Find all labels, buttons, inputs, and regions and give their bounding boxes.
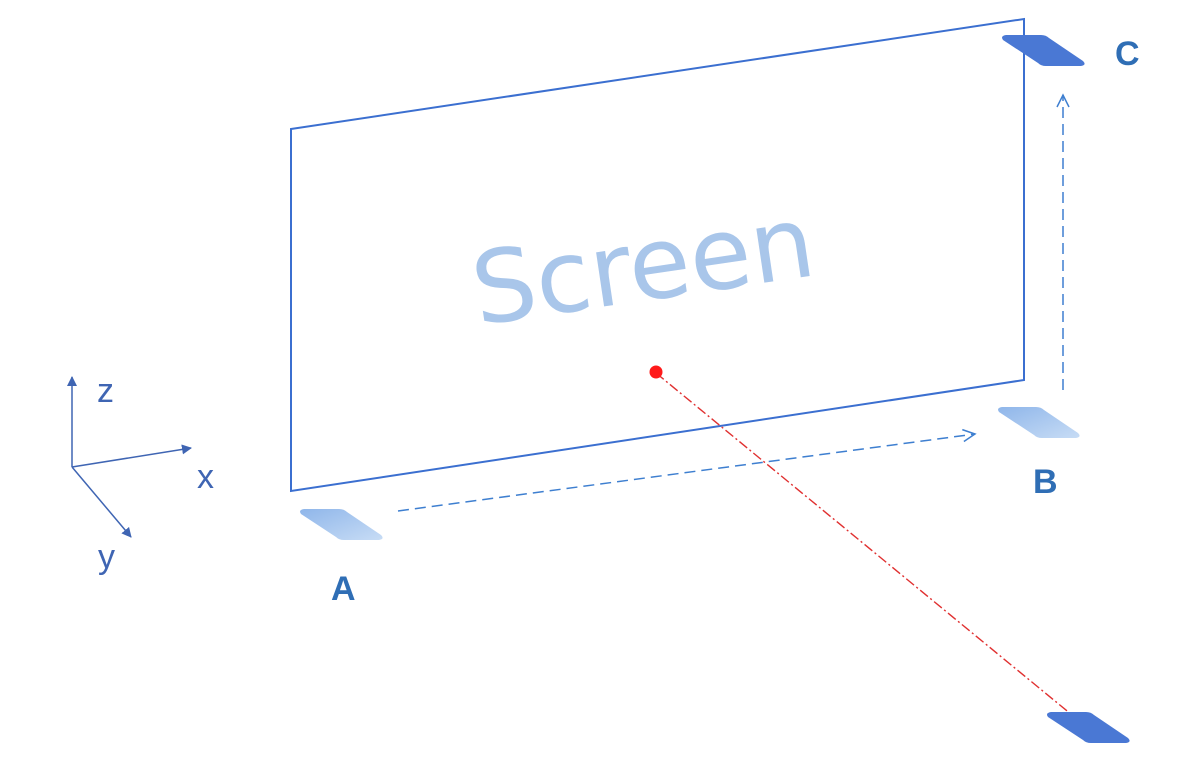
tag-device xyxy=(1047,712,1130,743)
screen-plane xyxy=(290,17,1025,493)
anchor-a-device xyxy=(300,509,383,540)
screen-label: Screen xyxy=(464,183,821,349)
anchor-b-label: B xyxy=(1033,463,1058,501)
z-axis-label: z xyxy=(97,372,114,410)
anchor-b-device xyxy=(998,407,1080,438)
x-axis-label: x xyxy=(197,458,214,496)
y-axis-arrow xyxy=(71,466,132,538)
anchor-c-device xyxy=(1002,35,1085,66)
target-dot xyxy=(649,365,663,379)
anchor-c-label: C xyxy=(1115,35,1140,73)
anchor-a-label: A xyxy=(331,570,356,608)
target-ray xyxy=(655,372,1073,716)
coordinate-axes: z x y xyxy=(67,372,214,576)
path-a-to-b-arrow xyxy=(397,428,977,512)
y-axis-label: y xyxy=(98,538,115,576)
x-axis-arrow xyxy=(71,444,192,468)
